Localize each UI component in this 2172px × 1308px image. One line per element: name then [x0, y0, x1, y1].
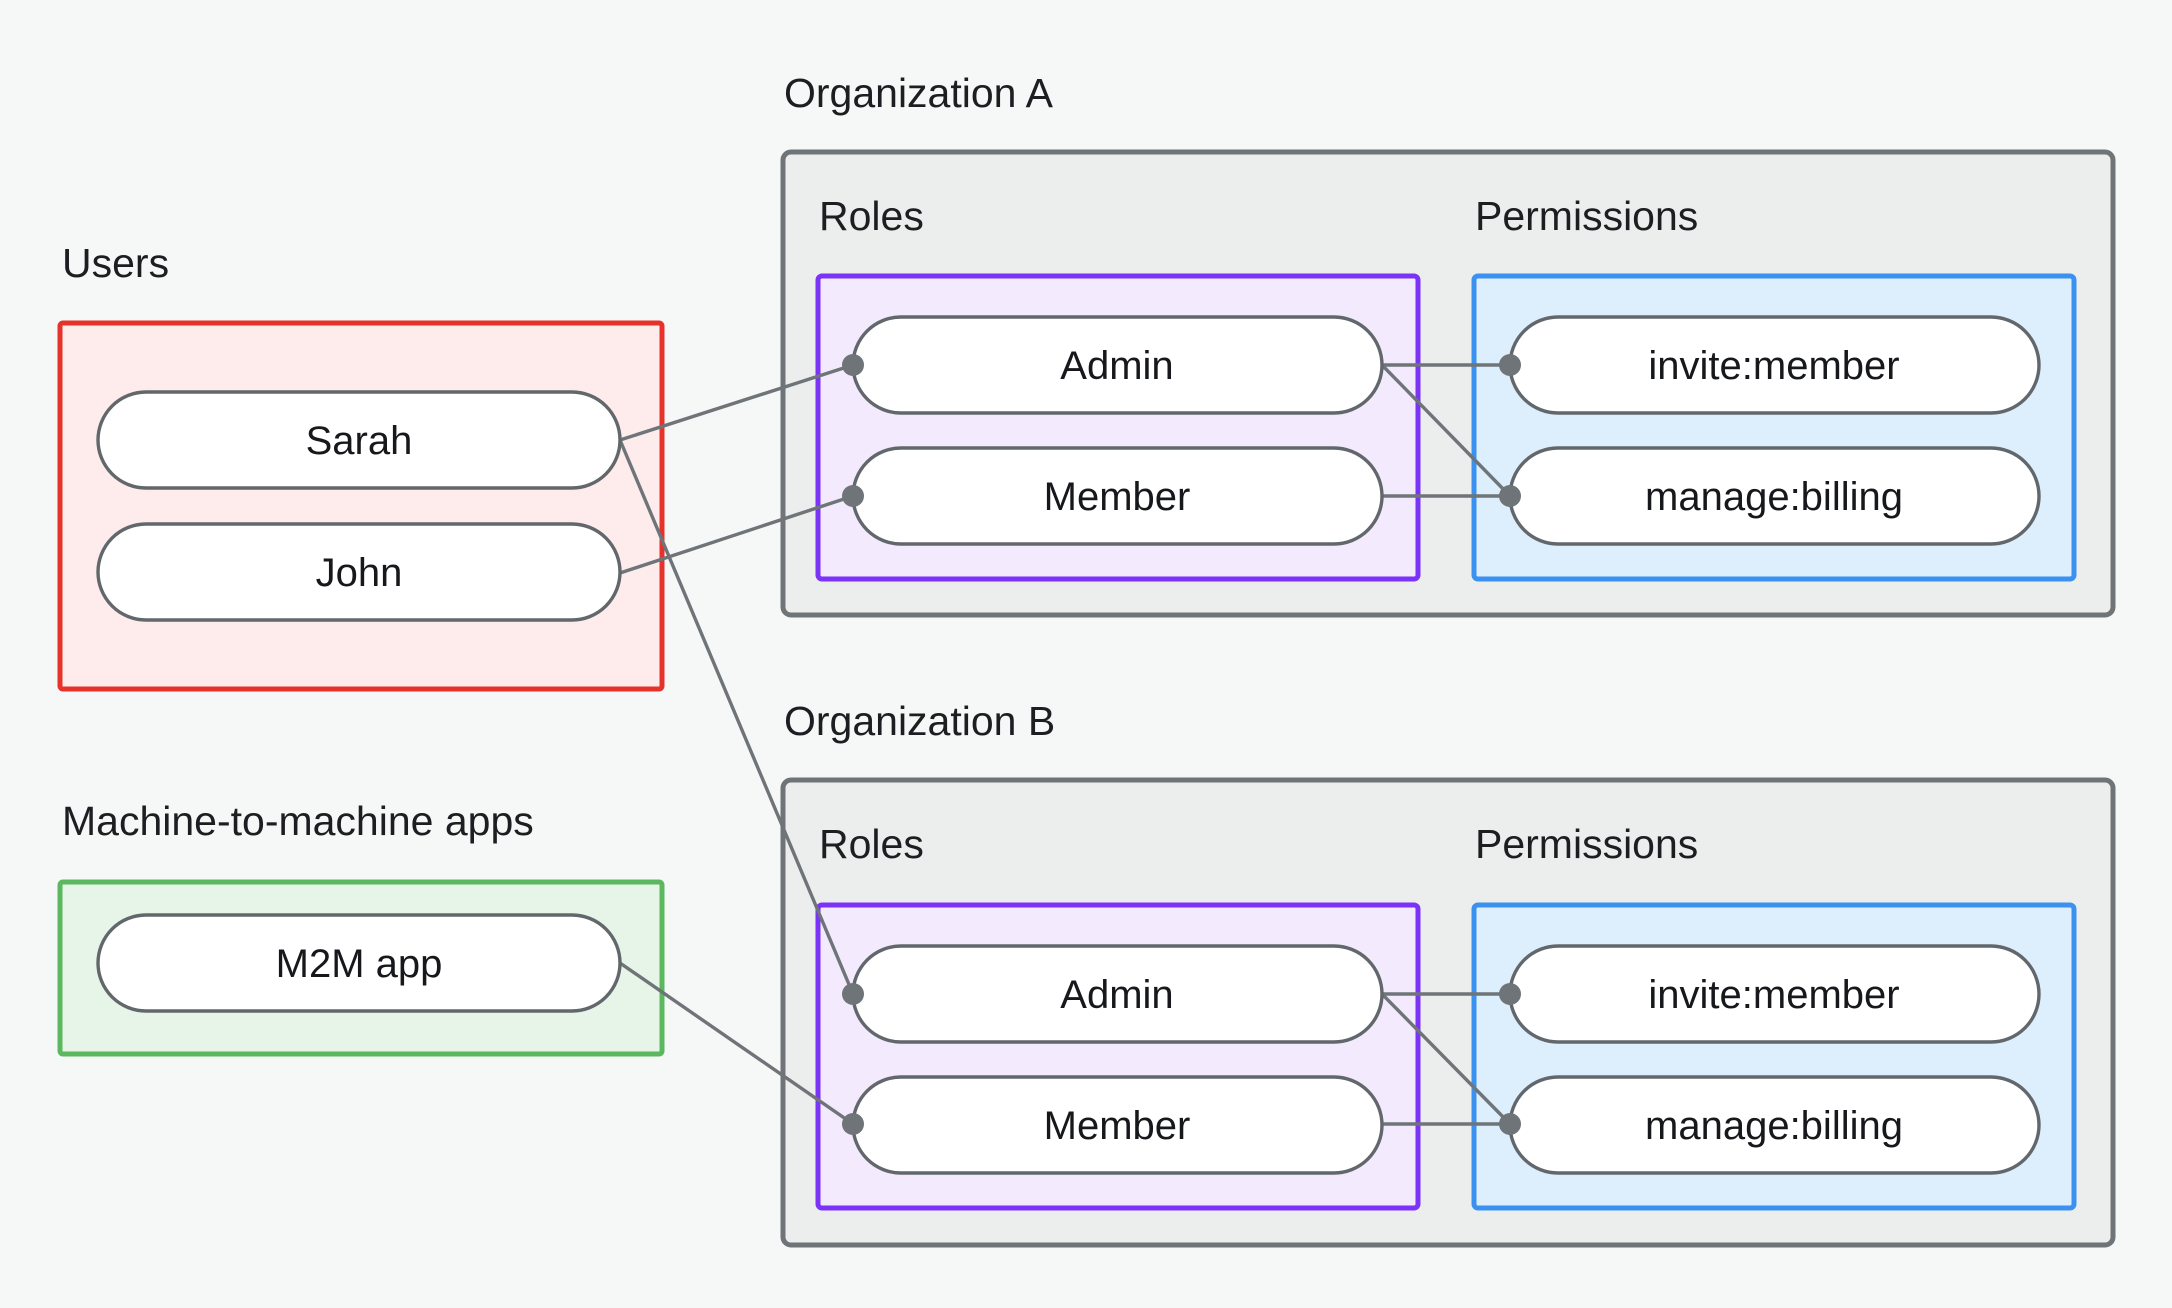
- org-b-title: Organization B: [784, 698, 1055, 744]
- node-org-b-manage-billing[interactable]: manage:billing: [1508, 1075, 2041, 1175]
- edge-sarah-to-org-a-admin: [618, 363, 855, 442]
- org-b-permissions-title: Permissions: [1475, 821, 1698, 867]
- node-m2m-app-shape[interactable]: [96, 913, 622, 1013]
- node-org-a-invite-member[interactable]: invite:member: [1508, 315, 2041, 415]
- org-a-roles-title: Roles: [819, 193, 924, 239]
- edge-m2m-to-org-b-member: [618, 961, 855, 1126]
- node-john[interactable]: John: [96, 522, 622, 622]
- node-org-a-member[interactable]: Member: [851, 446, 1384, 546]
- edge-org-a-admin-to-billing: [1380, 363, 1512, 498]
- node-m2m-app-label: M2M app: [276, 942, 443, 986]
- node-sarah-label: Sarah: [306, 419, 413, 463]
- node-john-shape[interactable]: [96, 522, 622, 622]
- users-title: Users: [62, 240, 169, 286]
- edge-layer: [618, 363, 1512, 1126]
- node-org-b-admin[interactable]: Admin: [851, 944, 1384, 1044]
- org-b-roles-title: Roles: [819, 821, 924, 867]
- node-org-a-member-label: Member: [1044, 475, 1191, 519]
- node-sarah-shape[interactable]: [96, 390, 622, 490]
- node-org-a-admin-label: Admin: [1060, 344, 1173, 388]
- endpoint-dot-org-b-invite-in: [1499, 983, 1521, 1005]
- node-org-a-manage-billing[interactable]: manage:billing: [1508, 446, 2041, 546]
- node-org-a-invite-member-label: invite:member: [1648, 344, 1899, 388]
- endpoint-dot-org-b-member-in: [842, 1113, 864, 1135]
- endpoint-dot-org-a-billing-in: [1499, 485, 1521, 507]
- m2m-title: Machine-to-machine apps: [62, 798, 534, 844]
- node-m2m-app[interactable]: M2M app: [96, 913, 622, 1013]
- edge-org-b-admin-to-billing: [1380, 992, 1512, 1126]
- node-org-a-manage-billing-label: manage:billing: [1645, 475, 1903, 519]
- edge-john-to-org-a-member: [618, 494, 855, 575]
- org-a-title: Organization A: [784, 70, 1054, 116]
- endpoint-dot-org-a-admin-in: [842, 354, 864, 376]
- endpoint-dot-org-b-admin-in: [842, 983, 864, 1005]
- node-john-label: John: [316, 551, 403, 595]
- node-org-b-member[interactable]: Member: [851, 1075, 1384, 1175]
- node-org-b-admin-label: Admin: [1060, 973, 1173, 1017]
- node-org-b-invite-member-label: invite:member: [1648, 973, 1899, 1017]
- node-org-b-invite-member[interactable]: invite:member: [1508, 944, 2041, 1044]
- users-box: [57, 320, 665, 692]
- edge-sarah-to-org-b-admin: [618, 438, 855, 996]
- node-org-a-admin[interactable]: Admin: [851, 315, 1384, 415]
- edge-endpoint-dots: [842, 354, 1521, 1135]
- endpoint-dot-org-a-member-in: [842, 485, 864, 507]
- endpoint-dot-org-b-billing-in: [1499, 1113, 1521, 1135]
- node-org-b-member-label: Member: [1044, 1104, 1191, 1148]
- endpoint-dot-org-a-invite-in: [1499, 354, 1521, 376]
- org-a-permissions-title: Permissions: [1475, 193, 1698, 239]
- node-org-b-manage-billing-label: manage:billing: [1645, 1104, 1903, 1148]
- node-sarah[interactable]: Sarah: [96, 390, 622, 490]
